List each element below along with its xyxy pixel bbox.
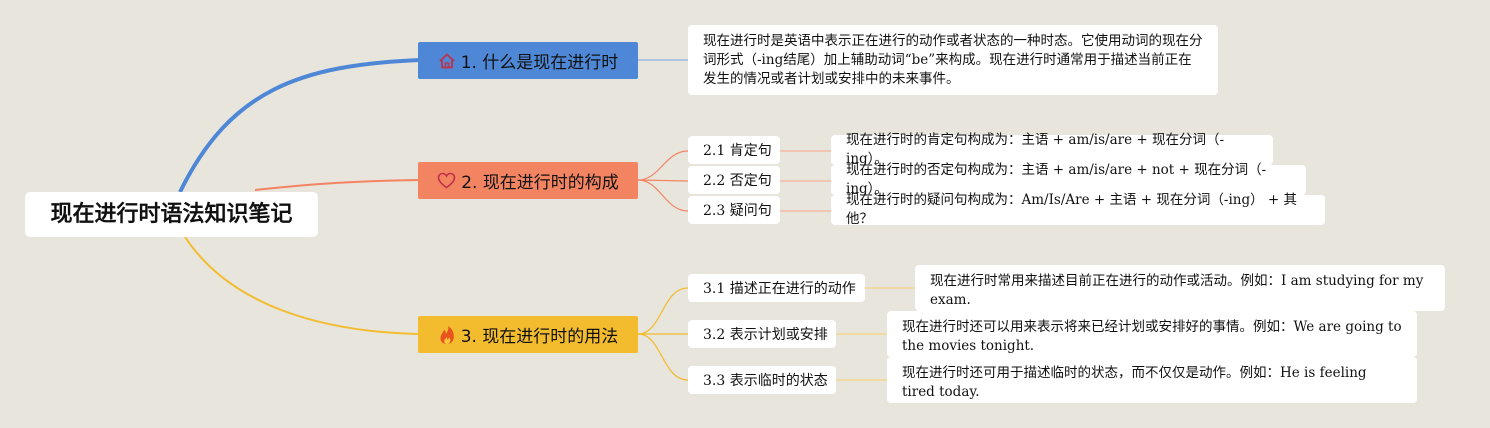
- plans-description[interactable]: 现在进行时还可以用来表示将来已经计划或安排好的事情。例如：We are goin…: [887, 311, 1417, 357]
- subtopic-negative[interactable]: 2.2 否定句: [688, 166, 780, 194]
- fire-icon: [438, 325, 456, 345]
- topic-structure[interactable]: 2. 现在进行时的构成: [418, 162, 638, 199]
- connector-root-topic2: [254, 179, 421, 191]
- affirmative-description[interactable]: 现在进行时的肯定句构成为：主语 + am/is/are + 现在分词（-ing）…: [831, 132, 1273, 167]
- connector-topic2-sub1: [637, 150, 689, 181]
- ongoing-action-description[interactable]: 现在进行时常用来描述目前正在进行的动作或活动。例如：I am studying …: [915, 265, 1445, 311]
- connector-topic3-sub1: [637, 287, 689, 335]
- topic-label: 3. 现在进行时的用法: [460, 327, 619, 347]
- connector-topic2-sub3: [637, 179, 689, 212]
- temporary-state-description[interactable]: 现在进行时还可用于描述临时的状态，而不仅仅是动作。例如：He is feelin…: [887, 357, 1417, 403]
- topic1-description[interactable]: 现在进行时是英语中表示正在进行的动作或者状态的一种时态。它使用动词的现在分词形式…: [688, 25, 1218, 95]
- subtopic-plans[interactable]: 3.2 表示计划或安排: [688, 320, 836, 348]
- root-node[interactable]: 现在进行时语法知识笔记: [25, 192, 318, 237]
- negative-description[interactable]: 现在进行时的否定句构成为：主语 + am/is/are + not + 现在分词…: [831, 162, 1306, 197]
- subtopic-interrogative[interactable]: 2.3 疑问句: [688, 196, 780, 224]
- subtopic-temporary-state[interactable]: 3.3 表示临时的状态: [688, 366, 836, 394]
- topic-label: 1. 什么是现在进行时: [460, 53, 619, 73]
- interrogative-description[interactable]: 现在进行时的疑问句构成为：Am/Is/Are + 主语 + 现在分词（-ing）…: [831, 192, 1325, 227]
- home-icon: [438, 52, 456, 70]
- connector-topic2-sub2: [637, 179, 689, 182]
- heart-icon: [437, 172, 456, 189]
- connector-topic3-sub3: [637, 333, 689, 381]
- topic-what-is-present-continuous[interactable]: 1. 什么是现在进行时: [418, 42, 638, 79]
- topic-usage[interactable]: 3. 现在进行时的用法: [418, 316, 638, 353]
- connector-root-topic3: [184, 236, 421, 335]
- subtopic-ongoing-action[interactable]: 3.1 描述正在进行的动作: [688, 274, 865, 302]
- topic-label: 2. 现在进行时的构成: [461, 173, 619, 193]
- connector-root-topic1: [178, 58, 421, 193]
- subtopic-affirmative[interactable]: 2.1 肯定句: [688, 136, 780, 164]
